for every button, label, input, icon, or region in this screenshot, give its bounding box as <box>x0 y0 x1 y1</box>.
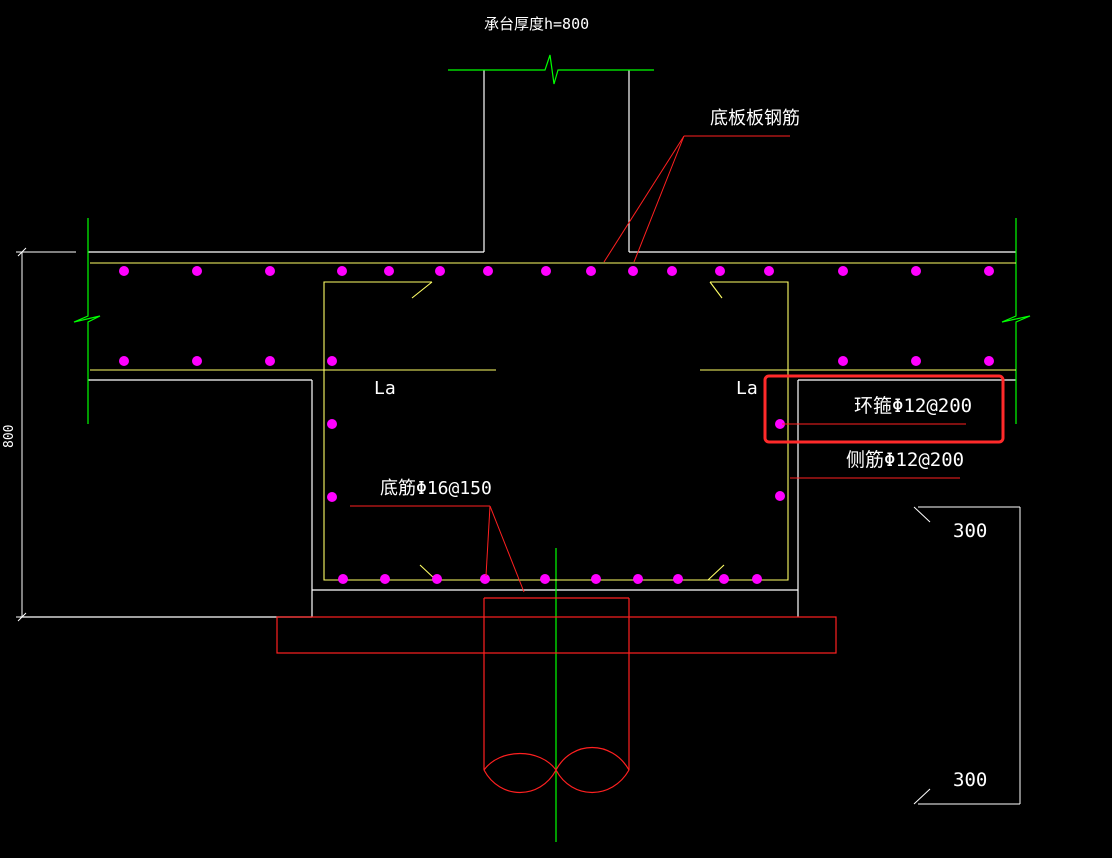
rebar-dot <box>480 574 490 584</box>
rebar-dot <box>628 266 638 276</box>
thickness-label: 承台厚度h=800 <box>484 15 589 33</box>
rebar-dot <box>119 356 129 366</box>
rebar-dot <box>435 266 445 276</box>
rebar-dot <box>775 419 785 429</box>
rebar-dot <box>911 266 921 276</box>
rebar-dot <box>119 266 129 276</box>
rebar-dot <box>984 266 994 276</box>
rebar-dot <box>838 266 848 276</box>
anchor-length-right: La <box>736 378 758 399</box>
rebar-lines <box>90 262 1016 581</box>
rebar-dot <box>752 574 762 584</box>
anchor-length-left: La <box>374 378 396 399</box>
rebar-dots <box>119 266 994 584</box>
dimension-lines <box>16 247 1021 805</box>
rebar-dot <box>667 266 677 276</box>
rebar-dot <box>327 356 337 366</box>
rebar-dot <box>984 356 994 366</box>
rebar-dot <box>541 266 551 276</box>
rebar-dot <box>838 356 848 366</box>
dimension-300-top: 300 <box>953 520 987 542</box>
rebar-dot <box>673 574 683 584</box>
highlight-box <box>763 374 1005 444</box>
rebar-dot <box>775 491 785 501</box>
rebar-dot <box>591 574 601 584</box>
pile <box>276 597 837 793</box>
rebar-dot <box>633 574 643 584</box>
rebar-dot <box>764 266 774 276</box>
slab-rebar-label: 底板板钢筋 <box>710 108 800 129</box>
rebar-dot <box>432 574 442 584</box>
rebar-dot <box>540 574 550 584</box>
rebar-dot <box>337 266 347 276</box>
rebar-dot <box>911 356 921 366</box>
rebar-dot <box>715 266 725 276</box>
rebar-dot <box>384 266 394 276</box>
bottom-rebar-label: 底筋Φ16@150 <box>380 478 492 499</box>
rebar-dot <box>265 266 275 276</box>
dimension-300-bottom: 300 <box>953 769 987 791</box>
rebar-dot <box>380 574 390 584</box>
rebar-dot <box>327 419 337 429</box>
concrete-outline <box>20 70 1016 618</box>
side-rebar-label: 侧筋Φ12@200 <box>846 449 964 471</box>
rebar-dot <box>483 266 493 276</box>
dimension-height-label: 800 <box>2 425 17 448</box>
ring-stirrup-label: 环箍Φ12@200 <box>854 395 972 417</box>
rebar-dot <box>265 356 275 366</box>
leader-lines <box>350 135 966 593</box>
rebar-dot <box>192 356 202 366</box>
break-lines <box>73 54 1031 842</box>
rebar-dot <box>327 492 337 502</box>
rebar-dot <box>338 574 348 584</box>
rebar-dot <box>586 266 596 276</box>
rebar-dot <box>719 574 729 584</box>
rebar-dot <box>192 266 202 276</box>
